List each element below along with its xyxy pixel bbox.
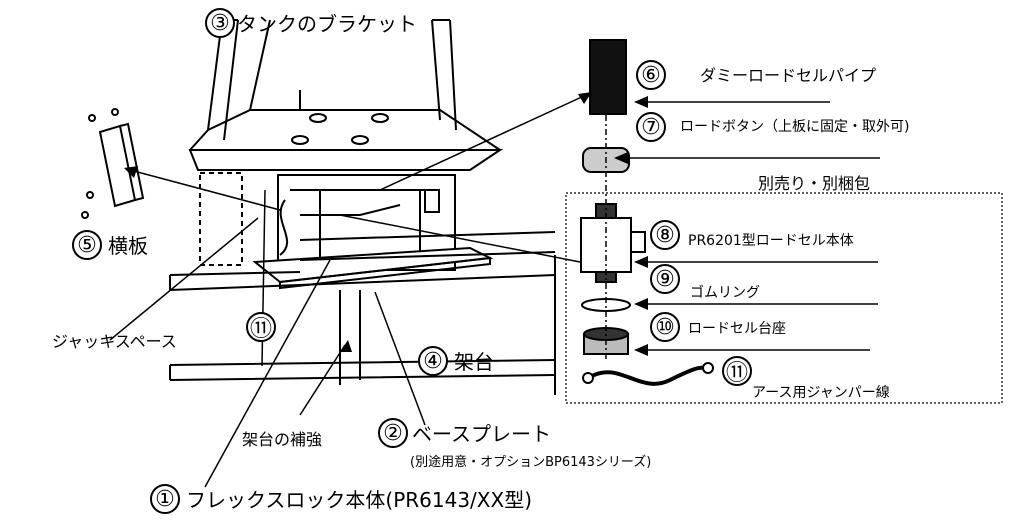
callout-4-label: 架台 <box>454 350 494 374</box>
callout-7-number: ⑦ <box>636 112 666 142</box>
callout-9-label: ゴムリング <box>690 285 760 301</box>
jack-space-label: ジャッキスペース <box>52 332 177 351</box>
frame-shape <box>169 231 556 395</box>
sold-separately-label: 別売り・別梱包 <box>758 174 871 193</box>
callout-1-number: ① <box>150 484 180 514</box>
frame-reinforcement-label: 架台の補強 <box>242 430 323 449</box>
load-cell-shape <box>580 203 646 283</box>
callout-9-number: ⑨ <box>650 264 680 294</box>
callout-10-label: ロードセル台座 <box>688 321 786 337</box>
callout-5-number: ⑤ <box>72 230 102 260</box>
callout-8-label: PR6201型ロードセル本体 <box>688 233 854 249</box>
tank-bracket-shape <box>188 19 504 171</box>
callout-11-number-right: ⑪ <box>722 356 752 386</box>
arrowheads <box>124 92 648 356</box>
jumper-wire-shape <box>589 365 706 386</box>
leader-lines <box>109 94 880 488</box>
flex-lock-shape <box>277 174 456 271</box>
callout-1-label: フレックスロック本体(PR6143/XX型) <box>186 488 533 512</box>
callout-11-label: アース用ジャンパー線 <box>752 385 890 401</box>
jack-space-box <box>199 172 243 266</box>
callout-6-label: ダミーロードセルパイプ <box>700 66 877 85</box>
side-plate-shape <box>81 108 145 219</box>
callout-8-number: ⑧ <box>650 220 680 250</box>
callout-10-number: ⑩ <box>650 312 680 342</box>
callout-7-label: ロードボタン（上板に固定・取外可) <box>680 119 910 135</box>
callout-6-number: ⑥ <box>636 60 666 90</box>
callout-2-number: ② <box>378 418 408 448</box>
callout-2-label: ベースプレート <box>412 422 551 446</box>
separately-sold-box <box>565 192 1003 404</box>
callout-5-label: 横板 <box>108 234 148 258</box>
callout-3-number: ③ <box>205 8 235 38</box>
callout-3-label: タンクのブラケット <box>237 12 417 36</box>
dummy-pipe-shape <box>589 39 627 115</box>
callout-11-number-left: ⑪ <box>246 312 276 342</box>
callout-4-number: ④ <box>418 346 448 376</box>
callout-2-sub: (別途用意・オプションBP6143シリーズ) <box>410 455 652 470</box>
